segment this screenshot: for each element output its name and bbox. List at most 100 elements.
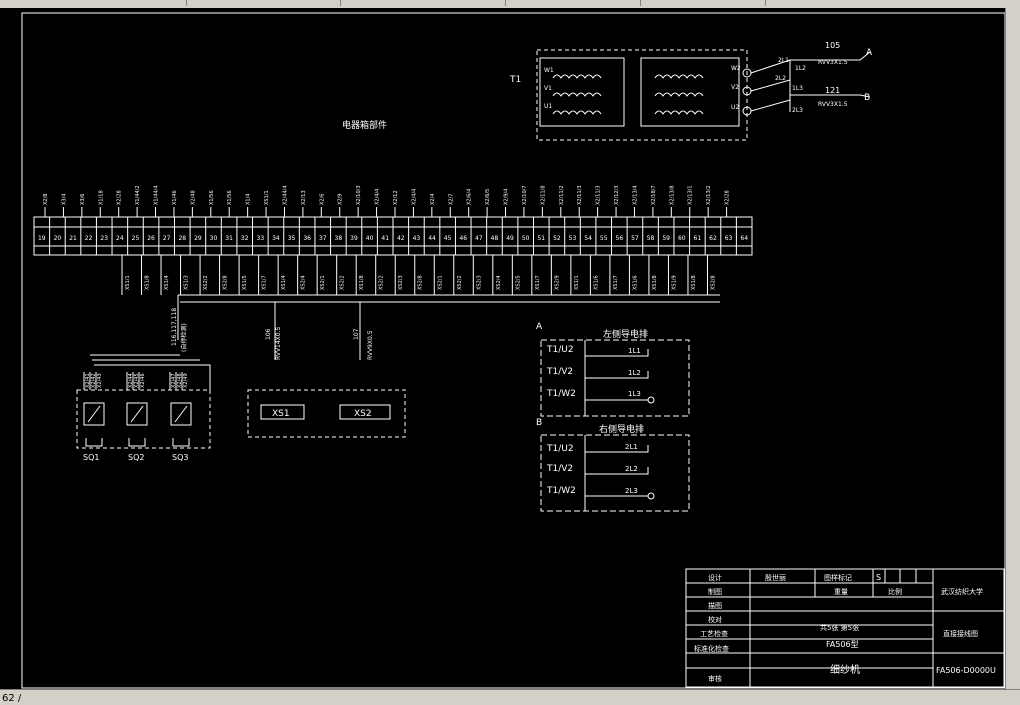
rail-row-left: T1/U2 — [546, 444, 574, 454]
terminal-number: 58 — [647, 235, 655, 242]
terminal-number: 22 — [85, 235, 93, 242]
wire-label: X2/12/3 — [614, 185, 620, 205]
wire-label: XS2/8 — [418, 275, 424, 290]
wire-label: X2/10/3 — [356, 185, 362, 205]
terminal-number: 42 — [397, 235, 405, 242]
wire-label: X2/4/4 — [411, 189, 417, 205]
terminal-number: 29 — [194, 235, 202, 242]
wire-label: XS2/3 — [398, 275, 404, 290]
wire-label: X2/42 — [91, 373, 97, 388]
rail-row-left: T1/W2 — [546, 486, 576, 496]
wire-label: XS2/2 — [379, 275, 385, 290]
wire-label: XS1/7 — [262, 275, 268, 290]
wire-label: X2/47 — [171, 373, 177, 388]
terminal-number: 36 — [303, 235, 311, 242]
cable-type: RVV3X1.5 — [818, 59, 848, 66]
terminal-number: 48 — [491, 235, 499, 242]
mark-value: S — [876, 573, 881, 582]
wire-label: X2/28 — [725, 190, 731, 205]
wire-label: XS1/1 — [264, 190, 270, 205]
wire-label: X2/45 — [134, 373, 140, 388]
rail-row-right: 2L2 — [625, 465, 638, 473]
drawing-number: FA506-D0000U — [936, 666, 996, 675]
sensor-label: SQ2 — [128, 453, 144, 462]
terminal-number: 38 — [335, 235, 343, 242]
terminal-number: 43 — [413, 235, 421, 242]
terminal-number: 23 — [100, 235, 108, 242]
wire-label: X2/8 — [43, 194, 49, 205]
end-marker: B — [864, 93, 870, 103]
terminal-number: 33 — [257, 235, 265, 242]
terminal-number: 50 — [522, 235, 530, 242]
wire-label: XS1/6 — [593, 275, 599, 290]
toolbar-segment[interactable] — [0, 0, 187, 6]
terminal-number: 24 — [116, 235, 124, 242]
toolbar-segment[interactable] — [510, 0, 641, 6]
toolbar-segment[interactable] — [190, 0, 341, 6]
out-tap: 1L2 — [795, 65, 806, 72]
wire-label: X2/44 — [128, 373, 134, 388]
rail-row-left: T1/W2 — [546, 389, 576, 399]
designer-name: 殷世丽 — [765, 573, 786, 582]
terminal-number: 60 — [678, 235, 686, 242]
wire-label: X2/18/7 — [651, 185, 657, 205]
terminal-number: 37 — [319, 235, 327, 242]
wire-label: X2/13 — [301, 190, 307, 205]
tap-label: U2 — [731, 104, 739, 111]
wire-label: X3/6 — [80, 194, 86, 205]
vertical-scrollbar[interactable] — [1005, 8, 1020, 690]
terminal-number: 20 — [54, 235, 62, 242]
cad-drawing[interactable]: T1 W1 V1 U1 W2 V2 U2 2L1 1L2 2L2 1L3 2L3… — [0, 8, 1005, 690]
out-tap: 2L1 — [778, 57, 789, 64]
terminal-number: 55 — [600, 235, 608, 242]
tap-label: U1 — [544, 103, 552, 110]
end-marker: A — [866, 48, 873, 58]
terminal-number: 35 — [288, 235, 296, 242]
wire-label: X2/9/4 — [504, 189, 510, 205]
tap-label: W1 — [544, 67, 554, 74]
wire-label: X2/13/8 — [669, 185, 675, 205]
wire-label: X2/12 — [393, 190, 399, 205]
rail-marker: A — [536, 322, 543, 332]
terminal-number: 57 — [631, 235, 639, 242]
wire-label: X1/4 — [246, 194, 252, 205]
wire-label: XS1/6 — [632, 275, 638, 290]
mark-label: 图样标记 — [824, 573, 852, 582]
terminal-number: 64 — [740, 235, 748, 242]
layout-tab[interactable]: 62 / — [2, 693, 22, 704]
transformer-label: T1 — [509, 75, 521, 85]
terminal-number: 41 — [381, 235, 389, 242]
wire-label: XS1/9 — [671, 275, 677, 290]
terminal-number: 62 — [709, 235, 717, 242]
wire-label: XS1/3 — [184, 275, 190, 290]
terminal-number: 47 — [475, 235, 483, 242]
wire-label: X2/46 — [140, 373, 146, 388]
wire-label: X3/4 — [61, 194, 67, 205]
right-rail: B 右侧导电排 T1/U2 2L1 T1/V2 2L2 T1/W2 2L3 — [536, 418, 690, 512]
toolbar-segment[interactable] — [345, 0, 506, 6]
sheet-count: 共5张 第5张 — [820, 623, 859, 632]
organization: 武汉纺织大学 — [941, 587, 983, 596]
terminal-number: 32 — [241, 235, 249, 242]
cable-type: RVV9X0.5 — [367, 330, 374, 360]
terminal-number: 40 — [366, 235, 374, 242]
wire-label: XS1/8 — [359, 275, 365, 290]
wire-label: X1/18 — [98, 190, 104, 205]
model-number: FA506型 — [826, 640, 859, 649]
terminal-number: 26 — [147, 235, 155, 242]
toolbar-segment[interactable] — [645, 0, 766, 6]
wire-label: XS1/4 — [164, 275, 170, 290]
wire-label: X2/43 — [97, 373, 103, 388]
transformer-t1: T1 W1 V1 U1 W2 V2 U2 2L1 1L2 2L2 1L3 2L3… — [509, 41, 873, 141]
terminal-number: 56 — [616, 235, 624, 242]
cable-type: RVV14X0.5 — [275, 326, 282, 360]
wire-label: XS2/4 — [301, 275, 307, 290]
rail-title: 右侧导电排 — [599, 423, 644, 435]
cable-number: 105 — [825, 41, 840, 50]
terminal-number: 34 — [272, 235, 280, 242]
sheet-frame — [21, 12, 1005, 689]
wire-label: XS1/4 — [281, 275, 287, 290]
scale-label: 比例 — [888, 587, 902, 596]
